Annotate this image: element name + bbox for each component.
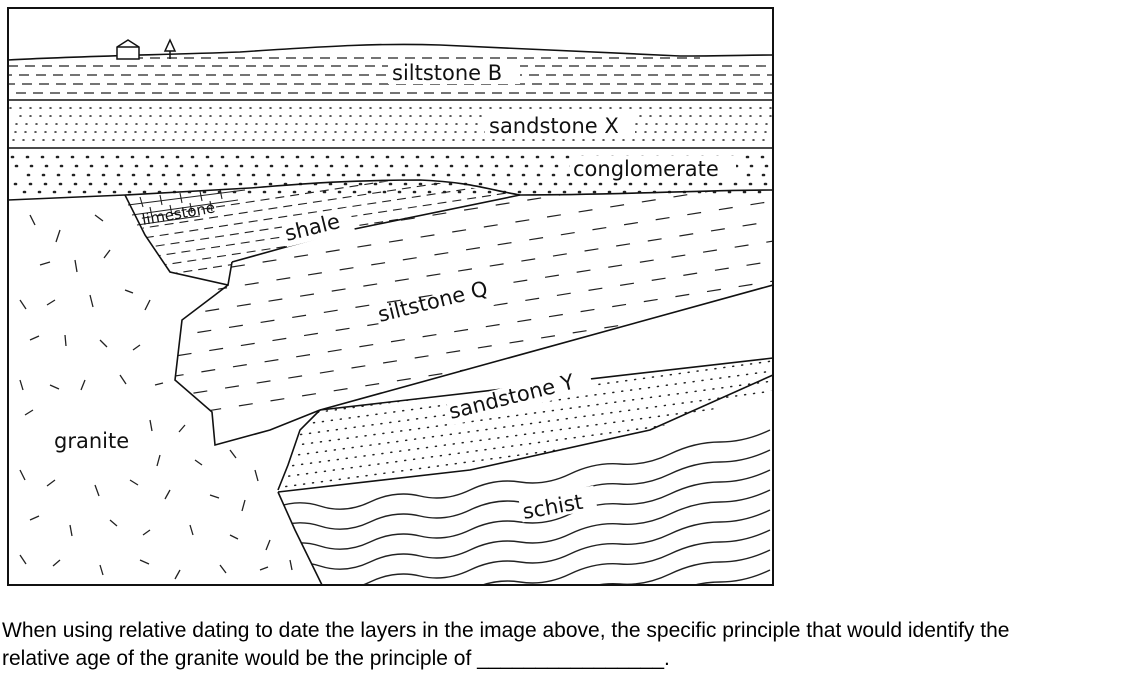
label-granite: granite	[54, 429, 129, 453]
label-conglomerate: conglomerate	[573, 157, 719, 181]
diagram-frame	[7, 7, 774, 586]
question-line-1: When using relative dating to date the l…	[2, 619, 1010, 642]
sandstone-x-texture	[8, 107, 773, 141]
diagram-background	[8, 8, 773, 585]
label-sandstone-x: sandstone X	[489, 114, 619, 138]
question-line-2: relative age of the granite would be the…	[2, 647, 670, 670]
limestone-texture	[127, 188, 246, 226]
cross-section-diagram: siltstone B sandstone X conglomerate lim…	[7, 7, 774, 586]
schist-texture	[278, 429, 771, 585]
label-siltstone-b: siltstone B	[392, 61, 502, 85]
question-text: When using relative dating to date the l…	[2, 617, 1124, 673]
tree-icon	[163, 38, 177, 59]
granite-texture	[19, 214, 293, 580]
house-icon	[116, 39, 140, 60]
